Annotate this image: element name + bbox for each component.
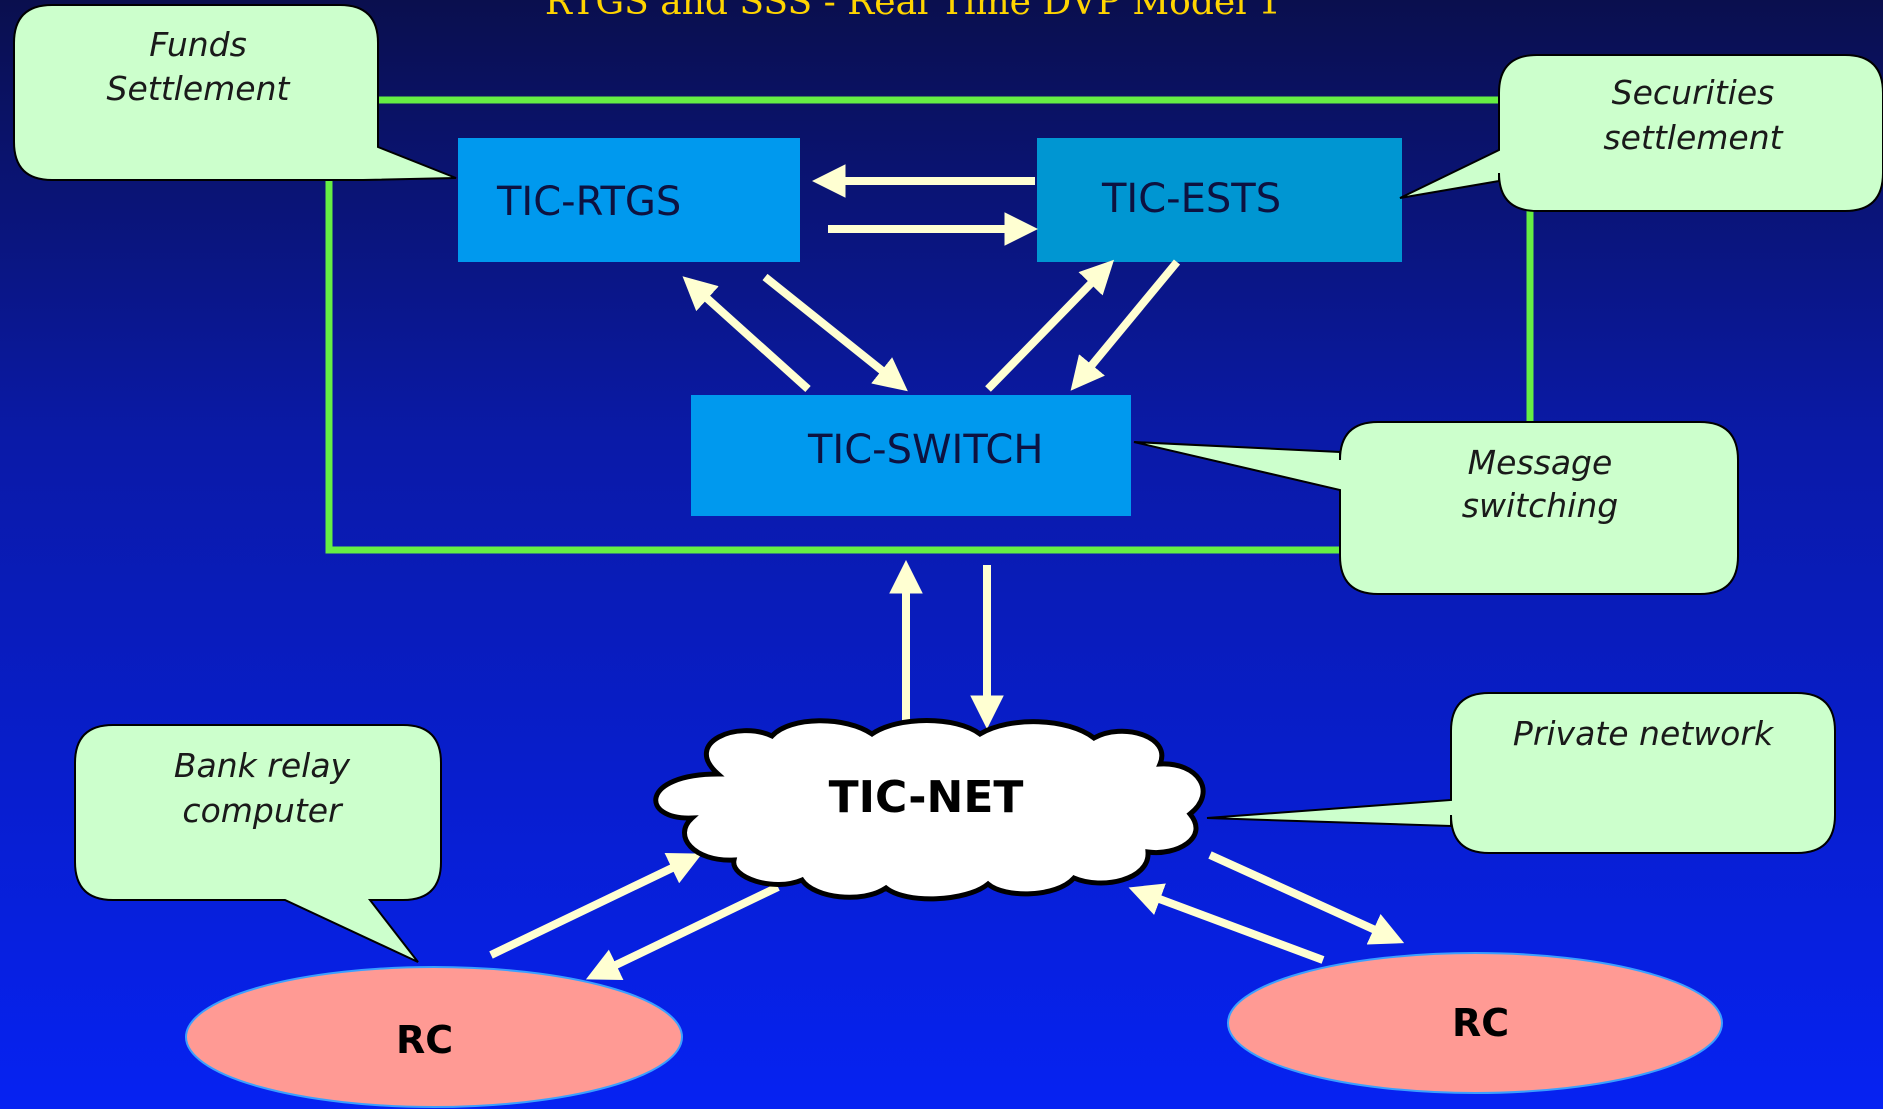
- callout-message-line1: Message: [1468, 443, 1613, 482]
- callout-bank-line1: Bank relay: [174, 746, 351, 785]
- callout-message-line2: switching: [1462, 486, 1618, 525]
- cloud-icon: [653, 718, 1206, 902]
- callout-bank-line2: computer: [182, 791, 344, 830]
- callout-securities-line1: Securities: [1612, 73, 1775, 112]
- tic-net-cloud[interactable]: TIC-NET: [653, 718, 1206, 902]
- callout-message-switching: Message switching: [1133, 421, 1739, 595]
- message-flow-arrows: [489, 164, 1405, 980]
- arrow-rc-right-to-net: [1128, 883, 1325, 964]
- callout-private-line1: Private network: [1513, 714, 1775, 753]
- system-boundary-frame: [325, 96, 1534, 554]
- arrow-switch-to-rtgs: [682, 276, 811, 392]
- arrow-ests-to-switch: [1070, 259, 1181, 391]
- rc-right-node[interactable]: RC: [1227, 952, 1723, 1094]
- tic-ests-box[interactable]: TIC-ESTS: [1037, 138, 1402, 262]
- slide-title: RTGS and SSS - Real Time DVP Model 1: [545, 0, 1281, 23]
- tic-switch-label: TIC-SWITCH: [807, 427, 1043, 473]
- tic-ests-label: TIC-ESTS: [1101, 176, 1281, 222]
- callout-funds-line1: Funds: [149, 25, 247, 64]
- callout-private-network: Private network: [1206, 692, 1836, 854]
- callout-securities-line2: settlement: [1603, 118, 1783, 157]
- tic-switch-box[interactable]: TIC-SWITCH: [691, 395, 1131, 516]
- arrow-rc-left-to-net: [489, 853, 703, 959]
- arrow-rtgs-to-switch: [762, 273, 908, 392]
- rc-right-label: RC: [1452, 1001, 1509, 1045]
- tic-rtgs-label: TIC-RTGS: [496, 179, 681, 225]
- callout-funds-line2: Settlement: [107, 69, 291, 108]
- tic-rtgs-box[interactable]: TIC-RTGS: [458, 138, 800, 262]
- callout-bank-relay-computer: Bank relay computer: [74, 724, 442, 963]
- callout-funds-settlement: Funds Settlement: [13, 4, 457, 181]
- rc-left-label: RC: [396, 1018, 453, 1062]
- arrow-net-to-rc-right: [1208, 851, 1405, 945]
- arrow-switch-to-ests: [985, 259, 1115, 392]
- callout-securities-settlement: Securities settlement: [1399, 54, 1883, 212]
- arrow-net-to-rc-left: [585, 883, 780, 980]
- tic-net-label: TIC-NET: [829, 772, 1024, 823]
- rc-left-node[interactable]: RC: [185, 966, 683, 1108]
